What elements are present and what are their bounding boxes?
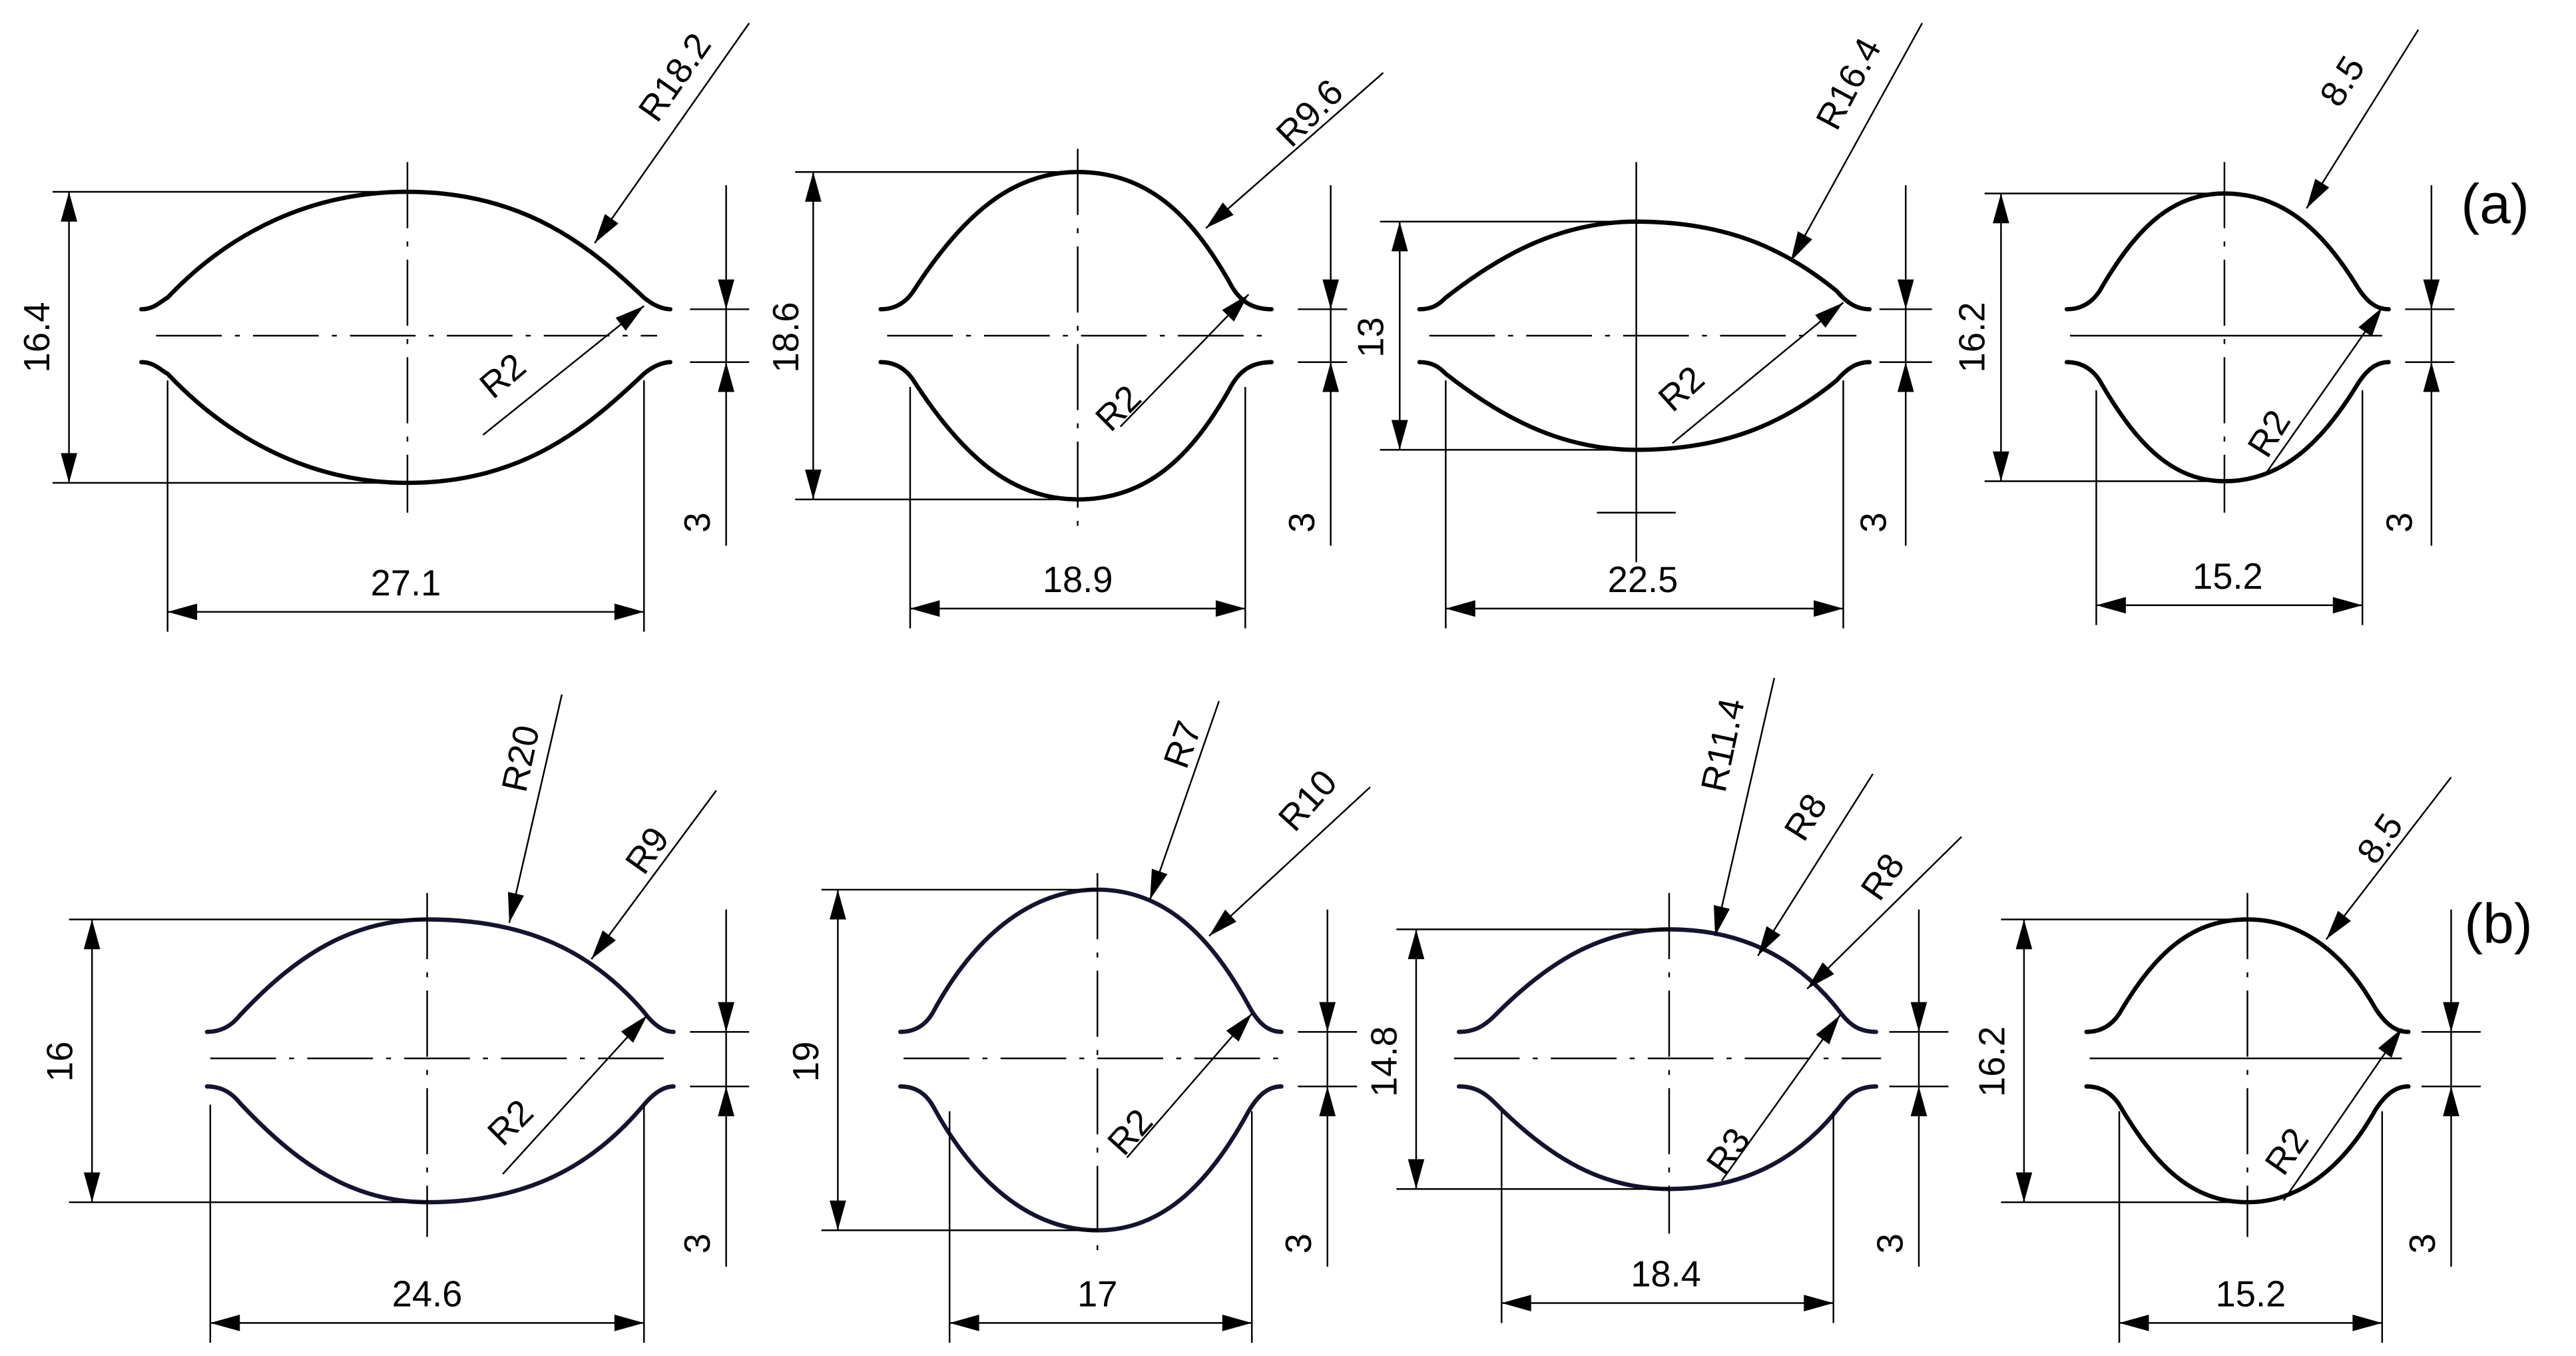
radius-label-2: R9 — [617, 820, 677, 881]
profile-lower-curve — [204, 1084, 676, 1205]
panel-label-b: (b) — [2464, 892, 2533, 954]
profile-upper-curve — [138, 189, 672, 312]
radius-label-2: R10 — [1270, 762, 1345, 839]
height-label: 18.6 — [766, 302, 806, 372]
gap-label: 3 — [677, 1233, 718, 1253]
corner-radius-label: R2 — [472, 345, 533, 406]
radius-label-1: R7 — [1156, 716, 1210, 774]
height-label: 16.4 — [17, 302, 57, 372]
profile-a1: 16.4 27.1 3 R18.2 R2 — [17, 23, 750, 632]
profile-b3: 14.8 18.4 3 R11.4 R8 R8 R3 — [1364, 677, 1963, 1323]
profile-a4: 16.2 15.2 3 8.5 R2 — [1952, 29, 2455, 625]
profile-lower-curve — [138, 360, 672, 486]
width-label: 18.9 — [1043, 559, 1113, 600]
corner-radius-label: R3 — [1698, 1120, 1758, 1182]
height-label: 14.8 — [1364, 1026, 1405, 1097]
gap-label: 3 — [2379, 512, 2420, 532]
width-label: 27.1 — [371, 563, 441, 603]
corner-radius-label: R2 — [2240, 403, 2298, 464]
height-label: 16.2 — [1971, 1026, 2012, 1097]
height-label: 16 — [40, 1042, 81, 1082]
panel-label-a: (a) — [2461, 172, 2529, 235]
profile-lower-curve — [898, 1084, 1284, 1233]
profile-lower-curve — [1417, 360, 1872, 452]
radius-label: R18.2 — [631, 26, 719, 129]
width-label: 17 — [1077, 1273, 1117, 1314]
corner-radius-label: R2 — [1099, 1101, 1160, 1163]
gap-label: 3 — [1278, 1233, 1319, 1253]
profile-a3: 13 22.5 3 R16.4 R2 — [1351, 23, 1932, 629]
corner-radius-label: R2 — [1651, 358, 1712, 419]
profile-lower-curve — [878, 360, 1274, 502]
width-label: 24.6 — [392, 1273, 463, 1314]
panel-a: (a) 16.4 27.1 3 R18.2 — [17, 23, 2529, 632]
radius-label-2: R8 — [1776, 787, 1835, 848]
radius-label-1: R11.4 — [1693, 695, 1752, 795]
width-label: 18.4 — [1631, 1254, 1701, 1295]
corner-radius-label: R2 — [2257, 1120, 2317, 1182]
radius-label: 8.5 — [2349, 807, 2411, 871]
corner-radius-label: R2 — [480, 1092, 541, 1154]
profile-upper-curve — [898, 887, 1284, 1034]
profile-upper-curve — [878, 169, 1274, 312]
profile-a2: 18.6 18.9 3 R9.6 R2 — [766, 71, 1384, 629]
height-label: 13 — [1351, 317, 1392, 358]
gap-label: 3 — [1282, 512, 1322, 532]
panel-b: (b) 16 24.6 3 R20 R9 — [40, 677, 2533, 1343]
radius-label-3: R8 — [1853, 846, 1913, 907]
profile-lower-curve — [1456, 1084, 1879, 1191]
profile-lower-curve — [2064, 360, 2391, 484]
height-label: 16.2 — [1952, 302, 1993, 372]
width-label: 22.5 — [1608, 559, 1678, 600]
width-label: 15.2 — [2192, 556, 2263, 597]
width-label: 15.2 — [2216, 1273, 2286, 1314]
gap-label: 3 — [1854, 512, 1894, 532]
radius-label-1: R20 — [494, 722, 547, 796]
gap-label: 3 — [677, 512, 718, 532]
corner-radius-label: R2 — [1087, 377, 1149, 439]
gap-label: 3 — [1870, 1233, 1910, 1253]
height-label: 19 — [786, 1042, 826, 1082]
profile-upper-curve — [2064, 191, 2391, 312]
radius-label: R16.4 — [1808, 31, 1890, 136]
profile-b2: 19 17 3 R7 R10 R2 — [786, 701, 1371, 1343]
gap-label: 3 — [2402, 1233, 2443, 1253]
radius-label: 8.5 — [2312, 49, 2373, 113]
profile-b4: 16.2 15.2 3 8.5 R2 — [1971, 777, 2481, 1343]
profile-b1: 16 24.6 3 R20 R9 R2 — [40, 694, 750, 1343]
